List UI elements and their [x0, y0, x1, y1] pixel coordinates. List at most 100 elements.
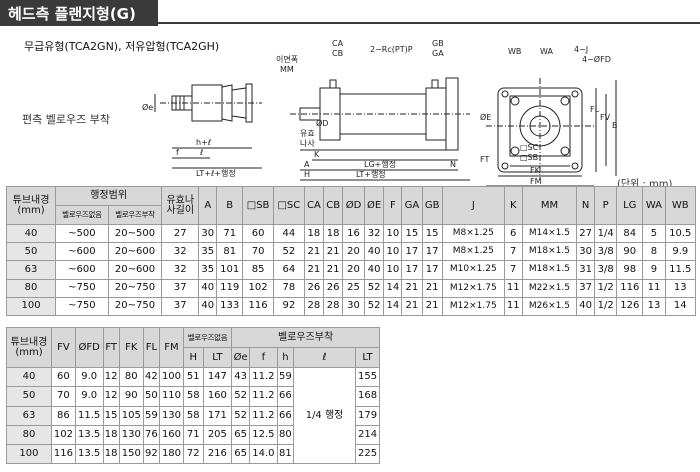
- cell: 21: [323, 242, 344, 262]
- title-bar: 헤드측 플랜지형(G): [0, 0, 700, 26]
- table-row: 40 60 9.0 12 80 42 100 51 147 43 11.2 59…: [6, 366, 380, 465]
- cell: 1/2: [594, 278, 618, 298]
- cell: M12×1.75: [441, 278, 505, 298]
- cell: 21: [303, 242, 325, 262]
- label-ga: GA: [432, 49, 444, 58]
- cell: 20~500: [107, 223, 163, 244]
- cell: 90: [118, 386, 144, 407]
- cell: 10: [383, 223, 403, 244]
- side-view: [290, 77, 470, 181]
- label-ell: ℓ: [199, 148, 203, 157]
- cell: 92: [142, 444, 161, 465]
- label-fv: FV: [600, 113, 611, 122]
- bellows-note: 편측 벨로우즈 부착: [22, 113, 110, 126]
- cell: 214: [355, 424, 380, 446]
- cell: 78: [272, 278, 305, 298]
- cell: 37: [161, 296, 200, 316]
- cell: 28: [303, 296, 325, 316]
- label-fm: FM: [530, 177, 542, 186]
- cell: 18: [323, 223, 344, 244]
- cell: 102: [242, 278, 274, 298]
- cell: 3/8: [594, 242, 618, 262]
- label-wb: WB: [508, 47, 521, 56]
- header-tube-bore: 튜브내경 (mm): [5, 186, 57, 225]
- cell: 10: [383, 242, 403, 262]
- cell: 5: [642, 223, 666, 244]
- header-col: □SB: [242, 186, 274, 225]
- cell: 17: [421, 260, 443, 280]
- header-col: GB: [421, 186, 443, 225]
- header-col: B: [216, 186, 244, 225]
- label-fk: FK: [530, 166, 541, 175]
- cell: 40: [198, 296, 218, 316]
- label-h-ell: h+ℓ: [196, 138, 211, 147]
- header-thread-length-2: 사길이: [166, 204, 195, 216]
- table-row: 80 102 13.5 18 130 76 160 71 205 65 12.5…: [6, 424, 380, 446]
- cell: ~750: [55, 296, 109, 316]
- cell: 80: [276, 424, 295, 446]
- label-ca: CA: [332, 39, 344, 48]
- subtitle: 무급유형(TCA2GN), 저유압형(TCA2GH): [24, 40, 220, 53]
- cell: 86: [50, 405, 76, 426]
- cell: 26: [323, 278, 344, 298]
- header-col: P: [594, 186, 618, 225]
- table-row: 100 116 13.5 18 150 92 180 72 216 65 14.…: [6, 444, 380, 465]
- cell: 133: [216, 296, 244, 316]
- cell: 60: [50, 366, 76, 388]
- header-sub: LT: [355, 347, 380, 368]
- cell: 76: [142, 424, 161, 446]
- cell: 27: [576, 223, 596, 244]
- header-col: ØD: [342, 186, 365, 225]
- cell: 65: [231, 424, 251, 446]
- cell: 60: [242, 223, 274, 244]
- header-col: WA: [642, 186, 666, 225]
- label-b: B: [612, 121, 618, 130]
- cylinder-drawing: Øe h+ℓ ℓ f LT+ℓ+행정 이면폭 MM CA CB 2−Rc(PT)…: [142, 39, 618, 187]
- cell: 13: [664, 278, 697, 298]
- label-sb: □SB: [520, 153, 538, 162]
- cell: 90: [616, 242, 644, 262]
- cell: 11: [503, 296, 523, 316]
- label-fl: FL: [590, 105, 600, 114]
- cell: 32: [161, 260, 200, 280]
- table-row: 63 ~600 20~600 32 35 101 85 64 21 21 20 …: [5, 260, 697, 280]
- cell: 100: [159, 366, 184, 388]
- cell: 40: [198, 278, 218, 298]
- header-col: GA: [401, 186, 423, 225]
- cell: 35: [198, 260, 218, 280]
- header-col: N: [576, 186, 596, 225]
- title-underline: [158, 22, 700, 24]
- cell: 12.5: [249, 424, 278, 446]
- cell: 15: [102, 405, 120, 426]
- cell: 18: [303, 223, 325, 244]
- cell: 13: [642, 296, 666, 316]
- cell: M18×1.5: [521, 260, 578, 280]
- cell: 147: [202, 366, 233, 388]
- page-title: 헤드측 플랜지형(G): [8, 5, 136, 23]
- cell: 9.9: [664, 242, 697, 262]
- header-no-bellows: 벨로우즈없음: [182, 327, 233, 348]
- table-row: 63 86 11.5 15 105 59 130 58 171 52 11.2 …: [6, 405, 380, 426]
- cell: 81: [276, 444, 295, 465]
- cell: 126: [616, 296, 644, 316]
- cell: ~750: [55, 278, 109, 298]
- header-sub: h: [276, 347, 295, 368]
- label-lt-ell: LT+ℓ+행정: [196, 168, 236, 178]
- header-stroke-range: 행정범위: [55, 186, 163, 206]
- cell: 92: [272, 296, 305, 316]
- cell: 20~600: [107, 242, 163, 262]
- cell: 26: [303, 278, 325, 298]
- header-col: FV: [50, 327, 76, 368]
- cell: 7: [503, 242, 523, 262]
- cell: 63: [6, 405, 52, 426]
- header-tube-bore: 튜브내경 (mm): [6, 327, 52, 368]
- label-oil: 유효: [300, 129, 315, 138]
- cell: 27: [161, 223, 200, 244]
- header-tube-bore-unit: (mm): [17, 204, 45, 216]
- header-col: ØE: [363, 186, 385, 225]
- cell: 40: [5, 223, 57, 244]
- cell: 130: [159, 405, 184, 426]
- label-f: f: [176, 148, 179, 157]
- label-gb: GB: [432, 39, 444, 48]
- cell-ell-value: 1/4 행정: [293, 366, 357, 465]
